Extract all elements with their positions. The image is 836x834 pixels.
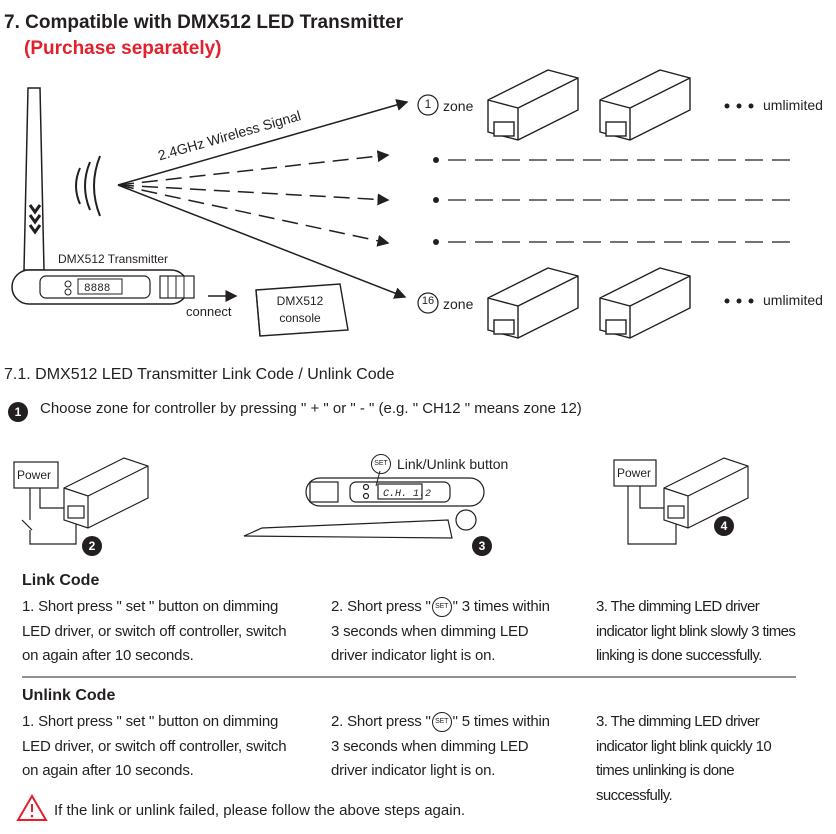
step4-illustration	[613, 457, 749, 545]
link-button-label: Link/Unlink button	[397, 456, 509, 472]
signal-arrow-zone-1	[117, 99, 409, 186]
led-driver-icon	[487, 69, 691, 339]
step3-display: C.H. 1.2	[383, 489, 431, 500]
power-label-right: Power	[617, 466, 652, 480]
radio-waves-icon	[75, 155, 101, 217]
connect-label: connect	[186, 304, 232, 319]
dmx512-console-icon	[255, 283, 349, 337]
set-button-icon: SET	[370, 454, 392, 474]
more-zones-rows	[433, 157, 790, 245]
step-1-text: Choose zone for controller by pressing "…	[40, 400, 582, 417]
signal-arrow-zone-16	[117, 184, 407, 299]
zone-16-badge	[417, 292, 439, 314]
signal-arrow-4	[117, 184, 390, 247]
warning-triangle-icon	[16, 794, 48, 821]
zone-1-label: zone	[443, 98, 474, 114]
transmitter-label: DMX512 Transmitter	[58, 252, 169, 266]
link-step-2: 2. Short press "SET" 3 times within 3 se…	[331, 597, 550, 664]
unlimited-label-top: umlimited	[763, 97, 823, 113]
zone-16-number: 16	[421, 295, 435, 307]
transmitter-display: 8888	[84, 283, 110, 295]
set-button-icon: SET	[431, 712, 452, 733]
zone-1-number: 1	[424, 97, 432, 111]
step-3-badge: 3	[472, 536, 492, 556]
ellipsis-icon	[724, 103, 754, 304]
console-label-line2: console	[279, 311, 321, 325]
step-1-badge: 1	[8, 402, 28, 422]
unlimited-label-bottom: umlimited	[763, 292, 823, 308]
dmx512-transmitter-icon	[11, 269, 195, 305]
zone-16-label: zone	[443, 296, 474, 312]
page-title: 7. Compatible with DMX512 LED Transmitte…	[4, 12, 404, 33]
step3-illustration	[243, 477, 485, 539]
console-label-line1: DMX512	[276, 294, 324, 308]
warning-text: If the link or unlink failed, please fol…	[54, 802, 466, 819]
unlink-step-2: 2. Short press "SET" 5 times within 3 se…	[331, 712, 550, 779]
antenna-icon	[23, 87, 45, 271]
link-step-1: 1. Short press " set " button on dimming…	[22, 598, 287, 664]
set-button-icon: SET	[431, 597, 452, 618]
page-subtitle: (Purchase separately)	[24, 38, 222, 59]
zone-1-badge	[417, 94, 439, 116]
signal-arrow-3	[117, 184, 390, 206]
step-4-badge: 4	[714, 516, 734, 536]
step-2-badge: 2	[82, 536, 102, 556]
link-code-heading: Link Code	[22, 572, 100, 589]
power-label-left: Power	[17, 468, 52, 482]
unlink-code-heading: Unlink Code	[22, 687, 116, 704]
unlink-step-1: 1. Short press " set " button on dimming…	[22, 713, 287, 779]
signal-arrow-2	[117, 150, 390, 186]
section-heading: 7.1. DMX512 LED Transmitter Link Code / …	[4, 366, 395, 383]
step2-illustration	[13, 457, 149, 545]
